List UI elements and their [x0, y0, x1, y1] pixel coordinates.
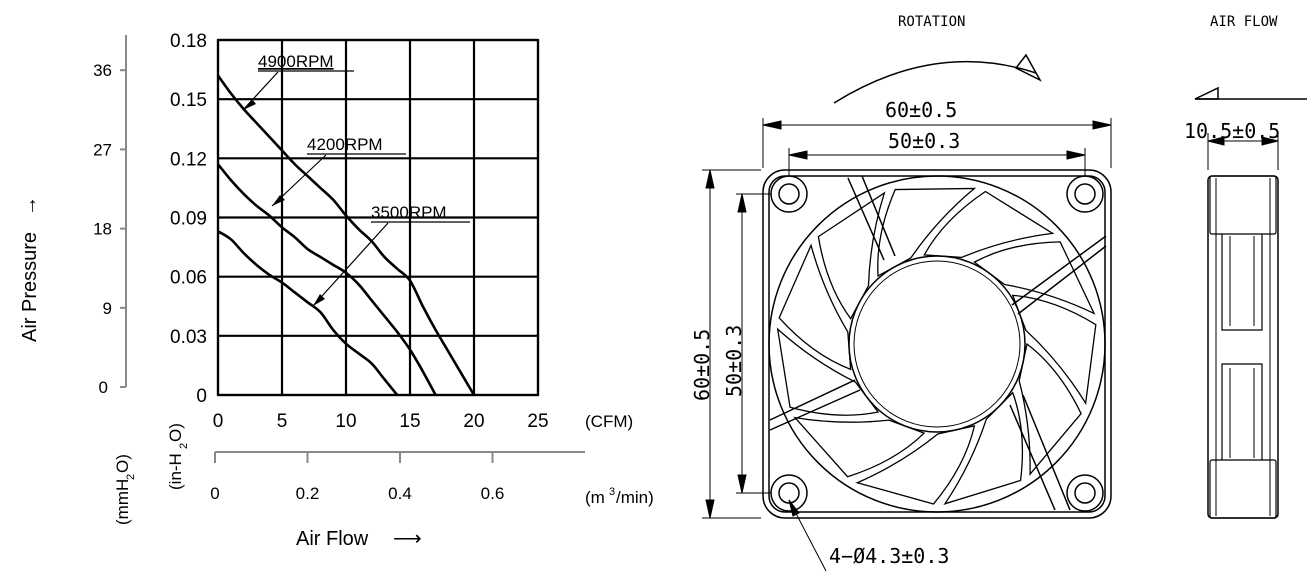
x-tick-label: 15	[399, 411, 420, 432]
fan-blade	[923, 190, 1055, 259]
fan-blades	[776, 187, 1097, 505]
y-ticks-inh2o: 0 0.03 0.06 0.09 0.12 0.15 0.18	[170, 31, 207, 407]
chart-curves	[216, 74, 476, 396]
fan-blade	[1011, 294, 1097, 406]
y-axis-arrow: →	[19, 196, 41, 216]
side-body	[1207, 175, 1279, 519]
fan-blade	[793, 416, 926, 478]
series-line-4900rpm	[216, 74, 476, 396]
x-tick-label: 20	[463, 411, 484, 432]
x-axis-m3min: 0 0.2 0.4 0.6	[210, 451, 585, 503]
dim-height-holes	[736, 193, 771, 494]
fan-blade	[877, 187, 977, 278]
dim-width-holes	[788, 148, 1086, 176]
svg-text:/min): /min)	[616, 488, 654, 507]
y-tick-label: 0.15	[170, 90, 207, 111]
hole-spec-leader	[788, 499, 827, 572]
dim-thickness	[1207, 133, 1279, 170]
m3-tick-label: 0.6	[481, 484, 505, 503]
airflow-arrow	[1194, 86, 1307, 100]
x-unit-cfm: (CFM)	[585, 412, 633, 431]
y-unit-inh2o: (in-H 2 O)	[166, 423, 190, 490]
svg-text:2: 2	[178, 443, 190, 449]
fan-blade	[778, 243, 852, 371]
fan-side-view: AIR FLOW 10.5±0.5	[1184, 14, 1307, 519]
svg-text:(m: (m	[585, 488, 605, 507]
x-ticks-cfm: 0 5 10 15 20 25	[213, 411, 549, 432]
y-unit-mmh2o: (mmH 2 O)	[113, 454, 137, 525]
mounting-holes	[770, 175, 1104, 512]
fan-frame	[762, 169, 1112, 519]
dim-width-outer-text: 60±0.5	[885, 98, 957, 122]
label-4200rpm: 4200RPM	[271, 135, 406, 207]
mm-tick-label: 9	[103, 299, 112, 318]
airflow-label: AIR FLOW	[1210, 14, 1278, 30]
venturi	[768, 175, 1106, 513]
fan-front-view: ROTATION 60±	[690, 14, 1112, 572]
dim-width-outer	[762, 118, 1112, 168]
rotation-label: ROTATION	[898, 14, 965, 30]
y-axis-title: Air Pressure	[19, 232, 41, 342]
fan-blade	[855, 425, 976, 505]
strut-1	[769, 379, 861, 431]
y-tick-label: 0.12	[170, 149, 207, 170]
series-line-3500rpm	[217, 230, 399, 396]
strut-2	[1011, 235, 1107, 315]
svg-text:2: 2	[125, 474, 137, 480]
svg-text:(mmH: (mmH	[113, 479, 132, 525]
series-label-4900: 4900RPM	[258, 52, 334, 71]
x-tick-label: 5	[277, 411, 288, 432]
x-unit-m3min: (m 3 /min)	[585, 486, 654, 507]
x-axis-arrow: ⟶	[393, 528, 422, 550]
x-axis-title: Air Flow	[296, 528, 369, 550]
svg-text:3: 3	[609, 486, 615, 498]
mm-tick-label: 0	[99, 378, 108, 397]
y-tick-label: 0.06	[170, 268, 207, 289]
m3-tick-label: 0.4	[388, 484, 412, 503]
fan-blade	[1018, 342, 1082, 476]
fan-blade	[943, 391, 1024, 505]
strut-3	[1009, 394, 1071, 511]
dim-height-outer	[702, 169, 761, 519]
mm-tick-label: 27	[93, 140, 112, 159]
fan-blade	[776, 327, 880, 416]
fan-blade	[817, 191, 886, 320]
y-tick-label: 0.03	[170, 327, 207, 348]
mm-tick-label: 36	[93, 61, 112, 80]
svg-text:O): O)	[166, 423, 185, 442]
chart-grid	[216, 38, 540, 397]
m3-tick-label: 0	[210, 484, 219, 503]
hub	[848, 255, 1026, 433]
rotation-arrow-arc	[833, 60, 1037, 104]
y-tick-label: 0.09	[170, 209, 207, 230]
m3-tick-label: 0.2	[296, 484, 320, 503]
rotation-arrow-head	[1014, 53, 1042, 82]
dim-thickness-text: 10.5±0.5	[1184, 119, 1280, 143]
label-3500rpm: 3500RPM	[312, 203, 470, 307]
mm-tick-label: 18	[93, 220, 112, 239]
x-tick-label: 25	[527, 411, 548, 432]
y-axis-mmh2o: 0 9 18 27 36	[93, 35, 127, 397]
x-tick-label: 0	[213, 411, 224, 432]
svg-text:O): O)	[113, 454, 132, 473]
label-4900rpm: 4900RPM	[242, 52, 354, 111]
dim-width-holes-text: 50±0.3	[888, 129, 960, 153]
series-label-4200: 4200RPM	[307, 135, 383, 154]
fan-blade	[973, 241, 1096, 315]
y-tick-label: 0	[196, 386, 207, 407]
series-label-3500: 3500RPM	[371, 203, 447, 222]
x-tick-label: 10	[335, 411, 356, 432]
y-tick-label: 0.18	[170, 31, 207, 52]
hole-spec-text: 4−Ø4.3±0.3	[829, 544, 949, 568]
svg-text:(in-H: (in-H	[166, 453, 185, 490]
dim-height-outer-text: 60±0.5	[690, 329, 714, 401]
series-line-4200rpm	[216, 163, 437, 396]
dim-height-holes-text: 50±0.3	[722, 325, 746, 397]
